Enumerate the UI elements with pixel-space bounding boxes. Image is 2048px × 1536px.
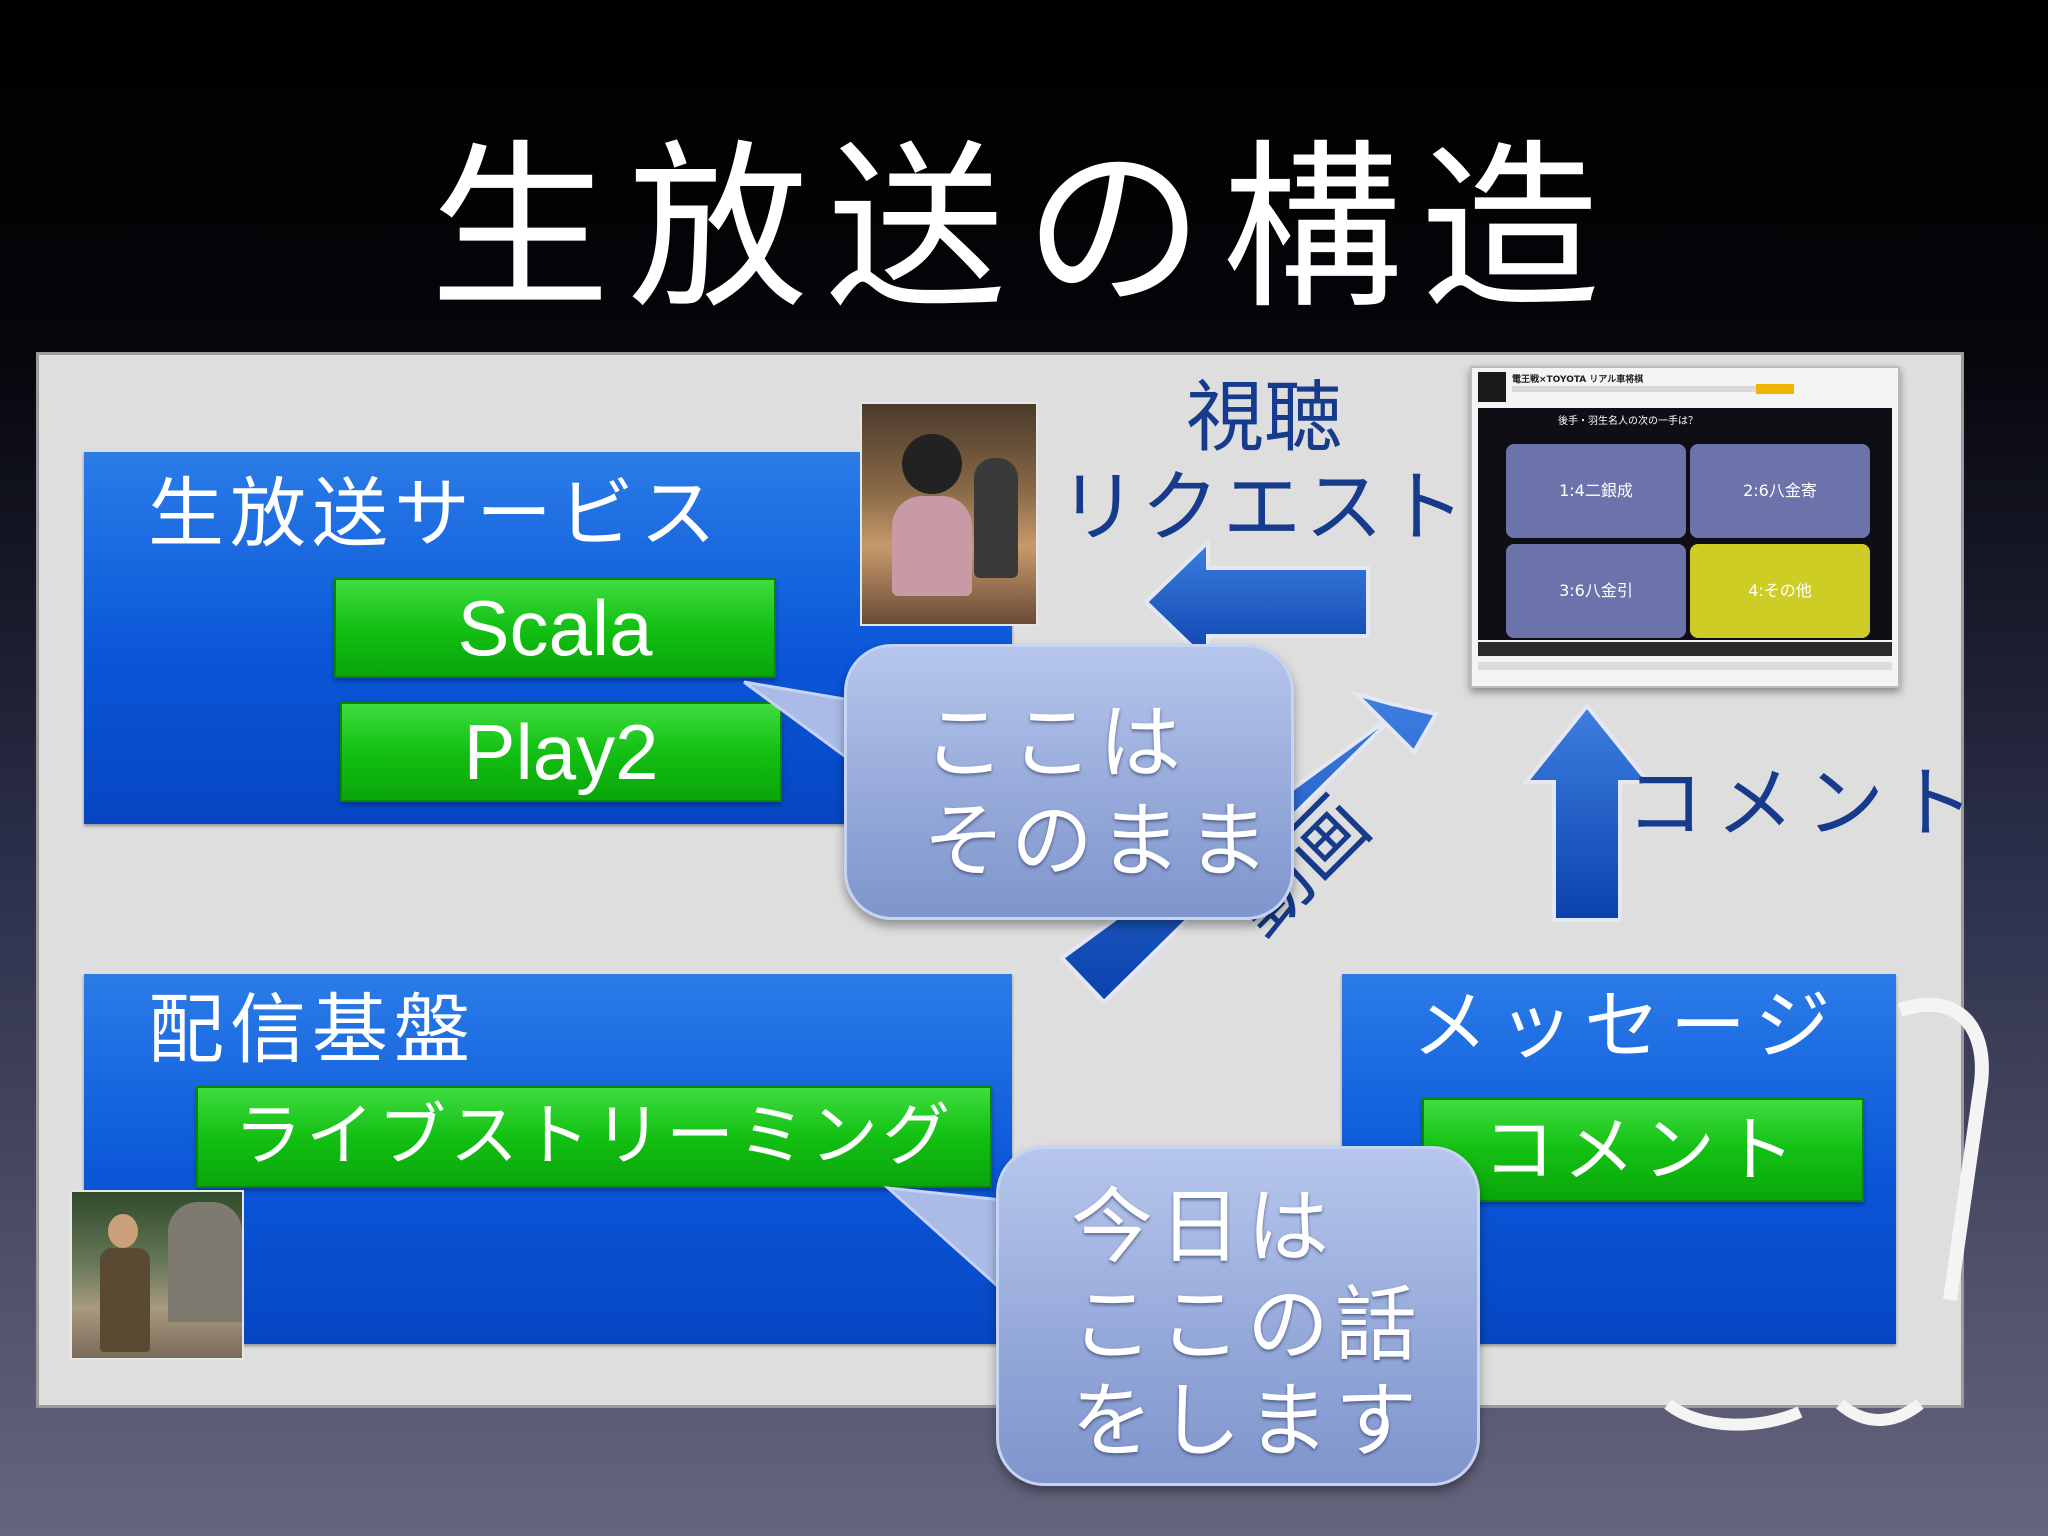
player-logo — [1478, 372, 1506, 402]
speaker-head — [108, 1214, 138, 1248]
delivery-bubble-line1: 今日は — [1071, 1180, 1336, 1275]
tech-comment: コメント — [1422, 1098, 1864, 1202]
player-option-4-text: 4:その他 — [1748, 581, 1812, 600]
player-footer — [1478, 662, 1892, 670]
speaker-body — [100, 1248, 150, 1352]
photo-figure-3 — [974, 458, 1018, 578]
photo-figure-2 — [892, 496, 972, 596]
player-option-3-text: 3:6八金引 — [1559, 581, 1633, 600]
request-label: 視聴 リクエスト — [1054, 373, 1474, 553]
photo-figure-1 — [902, 434, 962, 494]
speaker-photo — [70, 1190, 244, 1360]
delivery-bubble: 今日は ここの話 をします — [996, 1146, 1480, 1486]
player-question: 後手・羽生名人の次の一手は？ — [1558, 416, 1698, 427]
service-bubble-line2: そのまま — [923, 794, 1276, 889]
player-controls — [1478, 642, 1892, 656]
family-photo — [860, 402, 1038, 626]
player-option-1: 1:4二銀成 — [1506, 444, 1686, 538]
player-header-bar — [1512, 386, 1762, 392]
tech-scala: Scala — [334, 578, 776, 678]
player-video: 後手・羽生名人の次の一手は？ 1:4二銀成 2:6八金寄 3:6八金引 4:その… — [1478, 408, 1892, 640]
request-label-line1: 視聴 — [1185, 373, 1342, 463]
request-arrow-icon — [1143, 537, 1370, 667]
service-bubble-line1: ここは — [923, 696, 1188, 791]
message-label: メッセージ — [1412, 981, 1841, 1070]
delivery-label: 配信基盤 — [148, 985, 476, 1074]
delivery-bubble-line3: をします — [1071, 1374, 1424, 1469]
request-label-line2: リクエスト — [1058, 462, 1469, 553]
slide-title: 生放送の構造 — [429, 125, 1618, 334]
service-bubble: ここは そのまま — [844, 644, 1294, 920]
tech-live-streaming: ライブストリーミング — [196, 1086, 992, 1188]
delivery-bubble-line2: ここの話 — [1071, 1278, 1424, 1373]
player-option-4: 4:その他 — [1690, 544, 1870, 638]
player-badge — [1756, 384, 1794, 394]
tech-play2: Play2 — [340, 702, 782, 802]
speaker-rock — [168, 1202, 242, 1322]
player-option-1-text: 1:4二銀成 — [1559, 481, 1633, 500]
player-option-2-text: 2:6八金寄 — [1743, 481, 1817, 500]
player-screenshot: 電王戦×TOYOTA リアル車将棋 後手・羽生名人の次の一手は？ 1:4二銀成 … — [1470, 366, 1900, 688]
background-glyph-icon-2 — [1664, 1399, 1924, 1431]
comment-arrow-icon — [1521, 702, 1653, 922]
background-glyph-icon — [1897, 997, 1989, 1301]
comment-arrow-label: コメント — [1626, 759, 1987, 849]
player-option-3: 3:6八金引 — [1506, 544, 1686, 638]
service-label: 生放送サービス — [148, 469, 722, 558]
player-option-2: 2:6八金寄 — [1690, 444, 1870, 538]
player-header-title: 電王戦×TOYOTA リアル車将棋 — [1512, 375, 1644, 385]
